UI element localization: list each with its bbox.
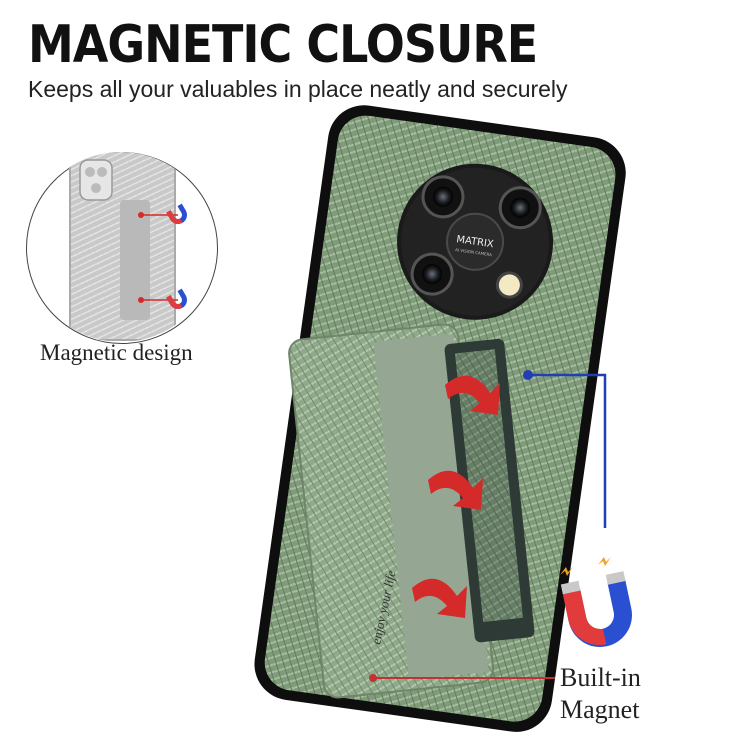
camera-brand-text: MATRIX: [456, 234, 495, 250]
magnet-caption-line1: Built-in: [560, 663, 641, 692]
inset-caption: Magnetic design: [40, 340, 193, 365]
subheadline: Keeps all your valuables in place neatly…: [28, 76, 568, 102]
magnet-spark-icons: [560, 557, 611, 576]
inset-phone: [69, 152, 187, 341]
magnet-caption: Built-in Magnet: [560, 662, 641, 726]
card-holder: [288, 323, 535, 699]
pull-arrows: [412, 375, 500, 618]
card-callout-line: [369, 674, 555, 682]
camera-module: [397, 163, 554, 320]
headline: MAGNETIC CLOSURE: [28, 14, 538, 75]
magnet-callout-line: [523, 370, 607, 528]
camera-subtext: AI VISION CAMERA: [455, 247, 493, 257]
magnet-icon: [560, 571, 632, 647]
magnet-caption-line2: Magnet: [560, 695, 640, 724]
